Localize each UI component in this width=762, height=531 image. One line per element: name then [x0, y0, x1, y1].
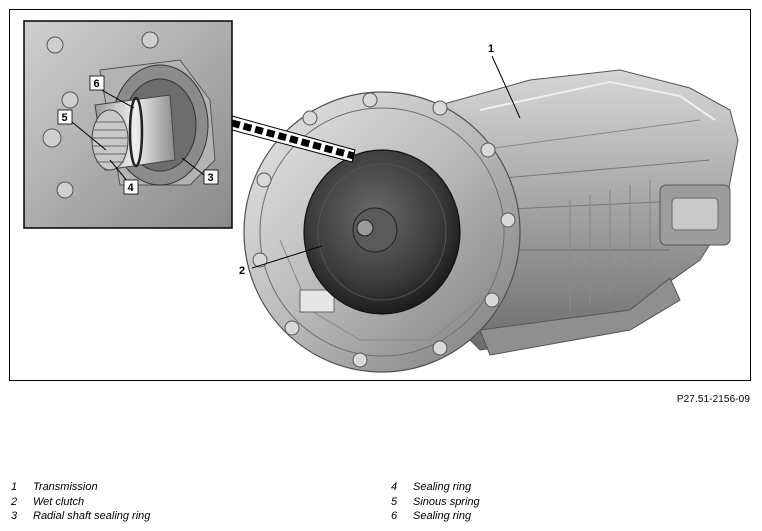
callout-5: 5: [57, 109, 73, 125]
legend-number: 6: [391, 510, 398, 522]
legend-number: 3: [11, 510, 18, 522]
callout-label-5: 5: [62, 112, 68, 124]
legend-number: 5: [391, 495, 398, 508]
legend-item: 3 Radial shaft sealing ring: [11, 509, 150, 524]
legend-item: 5 Sinous spring: [391, 495, 480, 510]
figure-code: P27.51-2156-09: [676, 394, 750, 405]
callout-label-4: 4: [128, 182, 135, 194]
legend-column-left: 1 Transmission 2 Wet clutch 3 Radial shaft …: [11, 480, 150, 524]
callout-label-3: 3: [208, 172, 214, 184]
detail-inset: [23, 20, 233, 229]
legend: 1 Transmission 2 Wet clutch 3 Radial shaft …: [11, 480, 751, 528]
transmission-body: [439, 69, 739, 356]
figure-frame: 1 2 3 4 5 6: [9, 9, 751, 381]
legend-item: 1 Transmission: [11, 480, 150, 495]
legend-number: 1: [11, 481, 18, 493]
legend-item: 4 Sealing ring: [391, 480, 480, 495]
callout-3: 3: [203, 169, 219, 185]
legend-text: Sealing ring: [413, 510, 472, 522]
legend-text: Radial shaft sealing ring: [33, 510, 151, 522]
legend-text: Sealing ring: [413, 481, 472, 493]
callout-1: 1: [488, 43, 494, 55]
callout-6: 6: [89, 75, 105, 91]
legend-text: Sinous spring: [413, 495, 480, 508]
callout-label-6: 6: [94, 78, 100, 90]
callout-4: 4: [123, 179, 139, 195]
legend-item: 6 Sealing ring: [391, 509, 480, 524]
transmission-illustration: 1 2 3 4 5 6: [23, 20, 739, 373]
legend-item: 2 Wet clutch: [11, 495, 150, 510]
legend-number: 2: [11, 495, 18, 508]
legend-number: 4: [391, 481, 398, 493]
legend-text: Wet clutch: [33, 495, 85, 508]
callout-label-2: 2: [239, 265, 245, 277]
callout-2: 2: [239, 265, 245, 277]
legend-text: Transmission: [33, 481, 98, 493]
callout-label-1: 1: [488, 43, 494, 55]
wet-clutch: [303, 149, 461, 315]
